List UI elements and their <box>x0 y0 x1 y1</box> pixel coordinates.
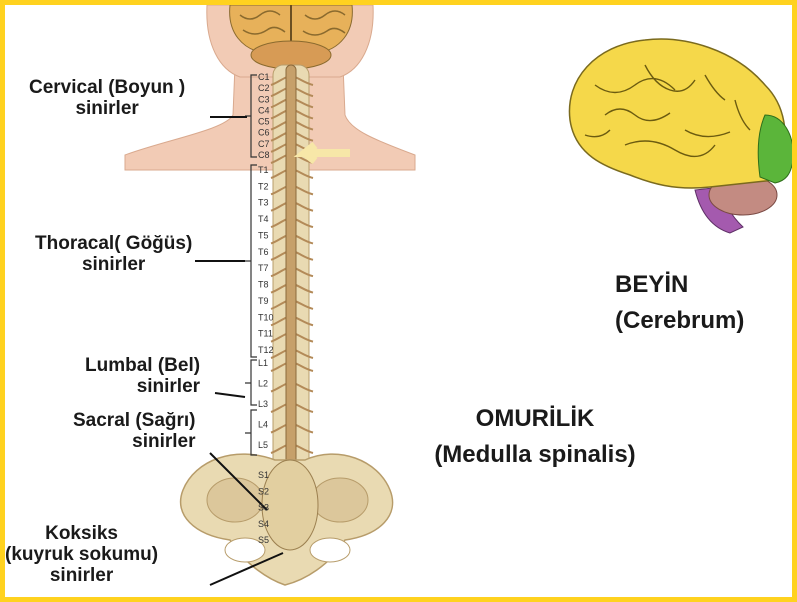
vertebra-label-c4: C4 <box>258 105 270 115</box>
vertebra-label-t1: T1 <box>258 165 269 175</box>
vertebra-label-s4: S4 <box>258 519 269 529</box>
vertebra-label-t10: T10 <box>258 312 274 322</box>
koksiks-label-line2: (kuyruk sokumu) <box>5 544 158 565</box>
vertebra-label-c8: C8 <box>258 150 270 160</box>
sacral-label-line2: sinirler <box>73 431 196 452</box>
lumbal-bracket <box>245 360 257 405</box>
thoracal-bracket <box>245 165 257 357</box>
cerebrum-yellow <box>569 39 785 188</box>
lumbal-label: Lumbal (Bel) sinirler <box>85 355 200 397</box>
koksiks-label-line3: sinirler <box>5 565 158 586</box>
vertebra-label-t2: T2 <box>258 181 269 191</box>
thoracal-label-line2: sinirler <box>35 254 192 275</box>
cerebrum-illustration <box>569 39 792 233</box>
vertebra-label-c3: C3 <box>258 94 270 104</box>
vertebra-label-t7: T7 <box>258 263 269 273</box>
vertebra-label-l2: L2 <box>258 379 268 389</box>
cervical-label-line2: sinirler <box>29 98 185 119</box>
sacrum <box>262 460 318 550</box>
vertebra-label-c7: C7 <box>258 139 270 149</box>
sacral-label-line1: Sacral (Sağrı) <box>73 410 196 431</box>
vertebra-label-t4: T4 <box>258 214 269 224</box>
sacral-label: Sacral (Sağrı) sinirler <box>73 410 196 452</box>
vertebra-label-c5: C5 <box>258 117 270 127</box>
vertebra-label-t9: T9 <box>258 296 269 306</box>
thoracal-label: Thoracal( Göğüs) sinirler <box>35 233 192 275</box>
lumbal-leader <box>215 393 245 397</box>
vertebra-label-l3: L3 <box>258 399 268 409</box>
vertebra-label-l4: L4 <box>258 420 268 430</box>
vertebra-label-s5: S5 <box>258 535 269 545</box>
thoracal-label-line1: Thoracal( Göğüs) <box>35 233 192 254</box>
lumbal-label-line1: Lumbal (Bel) <box>85 355 200 376</box>
vertebra-label-t5: T5 <box>258 230 269 240</box>
omurilik-label: OMURİLİK (Medulla spinalis) <box>400 405 670 469</box>
omurilik-title: OMURİLİK <box>400 405 670 433</box>
vertebra-label-t11: T11 <box>258 329 273 339</box>
vertebra-label-c2: C2 <box>258 83 270 93</box>
vertebra-label-t3: T3 <box>258 198 269 208</box>
beyin-label: BEYİN (Cerebrum) <box>615 271 744 335</box>
lumbal-label-line2: sinirler <box>85 376 200 397</box>
vertebra-label-l1: L1 <box>258 358 268 368</box>
koksiks-label: Koksiks (kuyruk sokumu) sinirler <box>5 523 158 586</box>
koksiks-label-line1: Koksiks <box>5 523 158 544</box>
vertebra-label-s2: S2 <box>258 486 269 496</box>
sacral-bracket <box>245 410 257 455</box>
cervical-label: Cervical (Boyun ) sinirler <box>29 77 185 119</box>
vertebra-label-c6: C6 <box>258 128 270 138</box>
vertebra-label-l5: L5 <box>258 440 268 450</box>
vertebra-label-t6: T6 <box>258 247 269 257</box>
medulla-subtitle: (Medulla spinalis) <box>400 441 670 469</box>
cervical-label-line1: Cervical (Boyun ) <box>29 77 185 98</box>
vertebra-label-t8: T8 <box>258 280 269 290</box>
occipital-lobe <box>758 115 792 183</box>
beyin-title: BEYİN <box>615 271 744 299</box>
vertebra-label-c1: C1 <box>258 72 270 82</box>
cerebrum-subtitle: (Cerebrum) <box>615 307 744 335</box>
vertebra-label-s1: S1 <box>258 470 269 480</box>
vertebra-label-s3: S3 <box>258 503 269 513</box>
vertebra-label-t12: T12 <box>258 345 274 355</box>
